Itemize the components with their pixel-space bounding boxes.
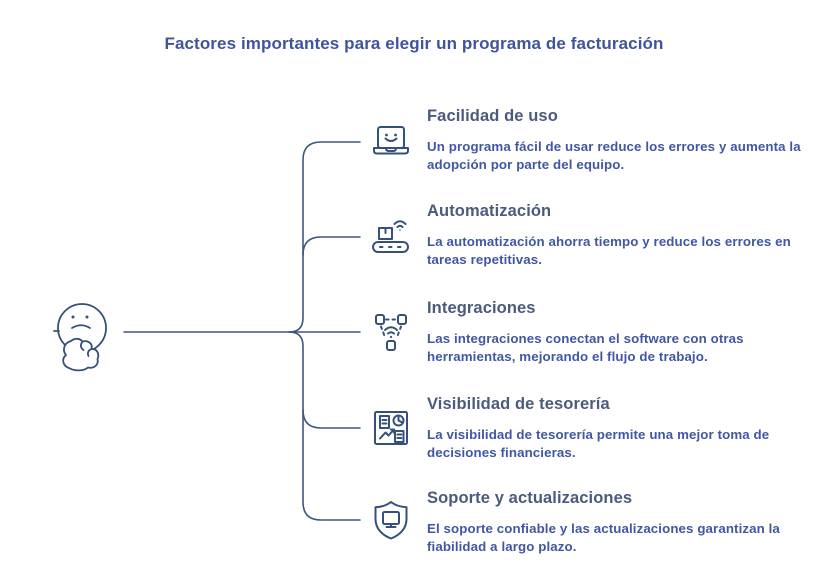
network-integrations-icon xyxy=(369,310,413,354)
item-soporte-actualizaciones: Soporte y actualizaciones El soporte con… xyxy=(427,487,825,556)
item-title: Facilidad de uso xyxy=(427,107,558,125)
connector-branch-2 xyxy=(302,236,361,256)
connector-branch-4 xyxy=(302,409,361,429)
laptop-smile-icon xyxy=(369,120,413,164)
thinking-face-icon xyxy=(50,293,128,397)
item-automatizacion: Automatización La automatización ahorra … xyxy=(427,200,825,269)
connector-branch-top xyxy=(288,141,361,333)
item-description: La visibilidad de tesorería permite una … xyxy=(427,427,770,460)
item-description: Un programa fácil de usar reduce los err… xyxy=(427,139,801,172)
item-title: Integraciones xyxy=(427,299,536,317)
item-facilidad-de-uso: Facilidad de uso Un programa fácil de us… xyxy=(427,105,825,174)
item-integraciones: Integraciones Las integraciones conectan… xyxy=(427,297,825,366)
item-title: Visibilidad de tesorería xyxy=(427,395,610,413)
connector-branch-bottom xyxy=(288,331,361,521)
page-title: Factores importantes para elegir un prog… xyxy=(164,34,664,53)
item-title: Soporte y actualizaciones xyxy=(427,489,633,507)
item-visibilidad-tesoreria: Visibilidad de tesorería La visibilidad … xyxy=(427,393,825,462)
item-title: Automatización xyxy=(427,202,552,220)
shield-support-icon xyxy=(369,498,413,542)
item-description: El soporte confiable y las actualizacion… xyxy=(427,521,780,554)
item-description: Las integraciones conectan el software c… xyxy=(427,331,744,364)
conveyor-automation-icon xyxy=(369,215,413,259)
dashboard-treasury-icon xyxy=(369,406,413,450)
item-description: La automatización ahorra tiempo y reduce… xyxy=(427,234,791,267)
